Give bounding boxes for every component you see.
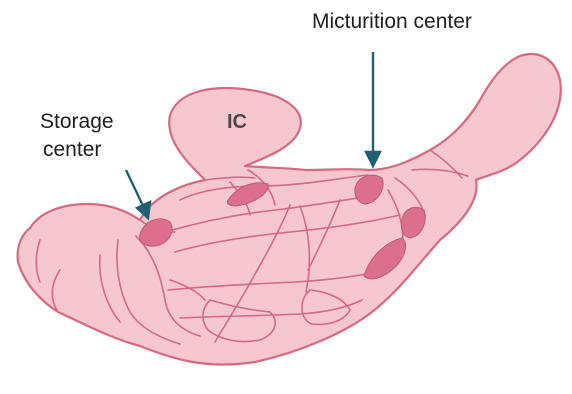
ic-label: IC: [227, 108, 247, 136]
storage-arrow-shaft: [126, 170, 144, 208]
storage-label-line1: Storage: [40, 110, 114, 133]
storage-center-label: Storage center: [40, 108, 114, 164]
tissue-body: [18, 54, 561, 365]
micturition-center-label: Micturition center: [312, 8, 472, 36]
storage-label-line2: center: [43, 136, 114, 164]
micturition-arrow-head: [366, 152, 380, 166]
